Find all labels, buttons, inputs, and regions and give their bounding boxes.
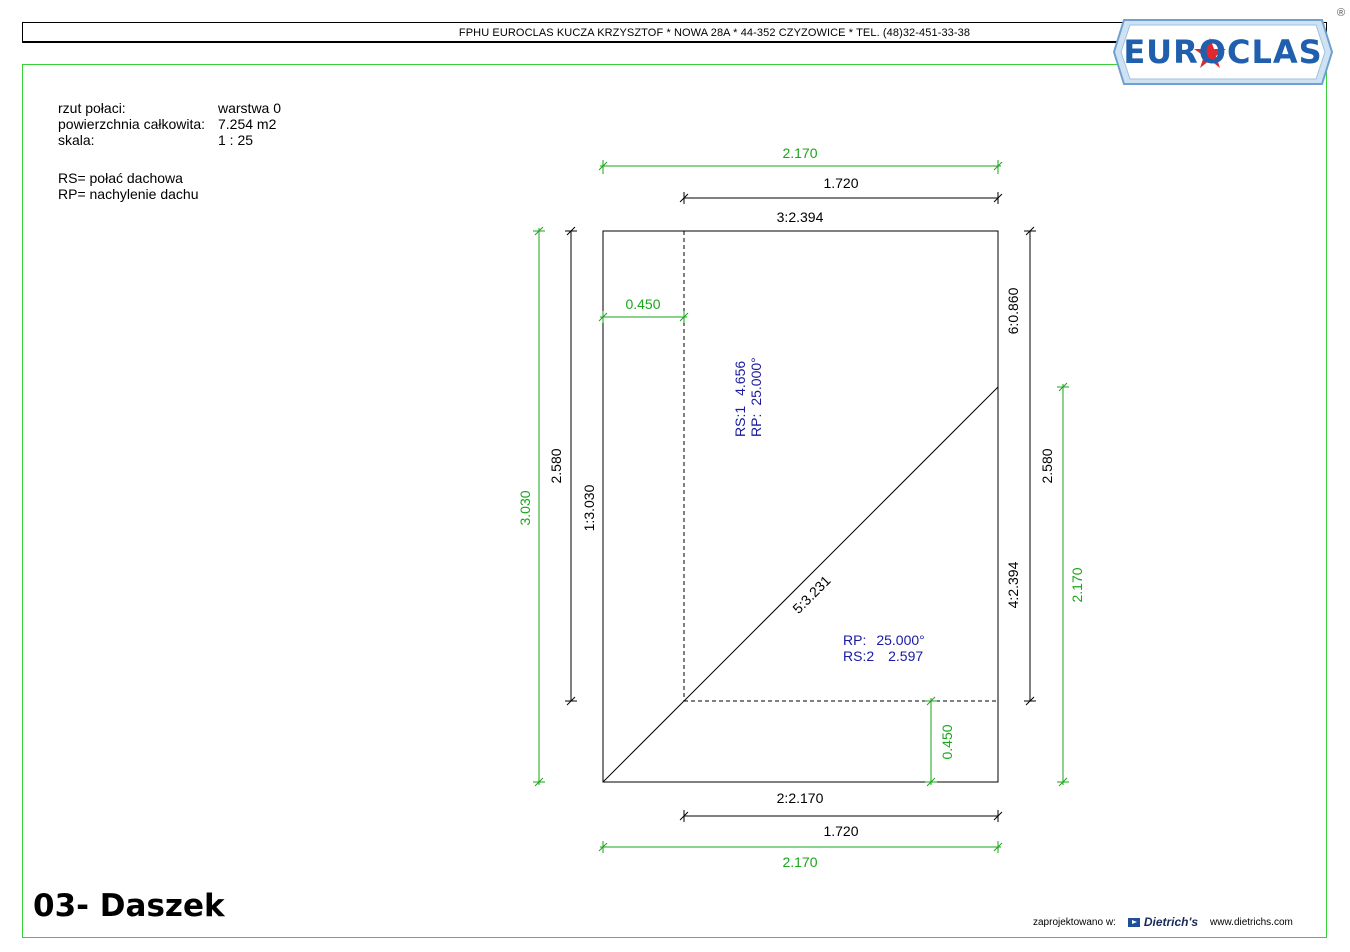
diagonal-label: 5:3.231 [789, 572, 833, 616]
edge-bottom-label: 2:2.170 [777, 790, 824, 806]
dim-bottom-green: 2.170 [782, 854, 817, 870]
drawing-title: 03- Daszek [33, 888, 225, 924]
dietrichs-play-icon [1127, 917, 1140, 927]
edge-right-bottom-label: 4:2.394 [1005, 561, 1021, 608]
dim-inner-bottom-green: 0.450 [939, 724, 955, 759]
svg-text:RP:25.000°: RP:25.000° [843, 632, 925, 648]
info-row: powierzchnia całkowita:7.254 m2 [58, 116, 277, 132]
edge-left-label: 1:3.030 [581, 484, 597, 531]
dim-top-green: 2.170 [782, 145, 817, 161]
diagonal-edge [602, 386, 999, 783]
star-icon [1194, 38, 1226, 68]
dim-inner-top-green: 0.450 [625, 296, 660, 312]
registered-mark: ® [1337, 7, 1346, 19]
header-divider [22, 42, 1327, 43]
sheet-border [22, 64, 1327, 938]
svg-text:RS:22.597: RS:22.597 [843, 648, 923, 664]
info-row: skala:1 : 25 [58, 132, 254, 148]
legend: RS= połać dachowa RP= nachylenie dachu [58, 170, 199, 202]
dim-bottom-black: 1.720 [823, 823, 858, 839]
roof-outline [602, 230, 999, 783]
legend-rs: RS= połać dachowa [58, 170, 183, 186]
company-header: FPHU EUROCLAS KUCZA KRZYSZTOF * NOWA 28A… [458, 27, 971, 39]
logo-text: EUROCLAS [1123, 33, 1322, 71]
plane-rs1-annotation: RS:14.656 RP:25.000° [732, 357, 764, 437]
footer-url[interactable]: www.dietrichs.com [1210, 916, 1293, 928]
dim-top-black: 1.720 [823, 175, 858, 191]
dim-right-green: 2.170 [1069, 567, 1085, 602]
dim-left-black: 2.580 [548, 448, 564, 483]
info-row: rzut połaci:warstwa 0 [58, 100, 282, 116]
footer: zaprojektowano w: Dietrich's www.dietric… [1033, 915, 1293, 929]
svg-text:RS:14.656: RS:14.656 [732, 361, 748, 437]
designed-with-label: zaprojektowano w: [1033, 916, 1116, 928]
dim-right-black: 2.580 [1039, 448, 1055, 483]
edge-right-top-label: 6:0.860 [1005, 287, 1021, 334]
svg-text:RP:25.000°: RP:25.000° [748, 357, 764, 437]
edge-top-label: 3:2.394 [777, 209, 824, 225]
legend-rp: RP= nachylenie dachu [58, 186, 199, 202]
footer-brand: Dietrich's [1143, 915, 1199, 929]
dim-left-green: 3.030 [517, 490, 533, 525]
euroclas-logo: EUROCLAS [1112, 19, 1334, 85]
info-block: rzut połaci:warstwa 0 powierzchnia całko… [58, 100, 281, 148]
